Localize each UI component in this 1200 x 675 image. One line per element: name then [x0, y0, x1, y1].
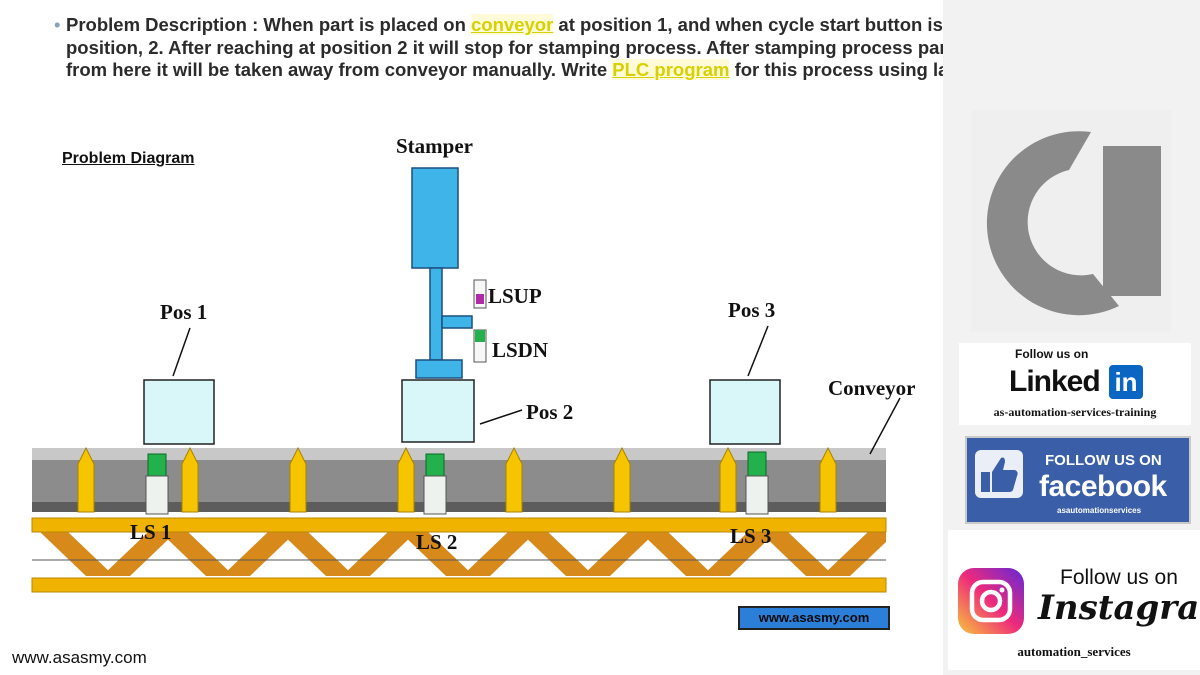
- part-pos2: [401, 379, 475, 443]
- ls1-label: LS 1: [130, 520, 172, 544]
- ls2-label: LS 2: [416, 530, 458, 554]
- facebook-wordmark: facebook: [1039, 470, 1167, 503]
- brand-logo: [971, 110, 1171, 332]
- linkedin-wordmark: Linked: [1009, 365, 1101, 398]
- facebook-follow-text: FOLLOW US ON: [1045, 452, 1162, 469]
- problem-diagram: Problem Diagram Stamper LSUP LSDN Pos 1 …: [10, 130, 942, 642]
- pos3-callout: [747, 325, 769, 377]
- lsup-label: LSUP: [488, 284, 542, 308]
- instagram-follow-text: Follow us on: [1060, 566, 1178, 589]
- frame-bottom-rail: [31, 577, 887, 593]
- conveyor-truss: [32, 530, 886, 580]
- conveyor-drawing: [31, 167, 901, 593]
- belt-cleats: [77, 446, 837, 513]
- stamper-label: Stamper: [396, 134, 473, 158]
- lsdn-label: LSDN: [492, 338, 549, 362]
- diagram-title: Problem Diagram: [62, 150, 195, 167]
- part-pos1: [143, 379, 215, 445]
- website-box: www.asasmy.com: [738, 606, 890, 630]
- ls3-sensor: [745, 451, 769, 515]
- ls3-label: LS 3: [730, 524, 772, 548]
- bullet: •: [54, 14, 61, 35]
- plc-program-link[interactable]: PLC program: [612, 59, 730, 80]
- pos2-label: Pos 2: [526, 400, 574, 424]
- social-sidebar: Follow us on Linked in as-automation-ser…: [943, 0, 1200, 675]
- pos1-callout: [172, 327, 191, 377]
- linkedin-follow-text: Follow us on: [1015, 347, 1089, 361]
- frame-top-rail: [31, 517, 887, 533]
- pos3-label: Pos 3: [728, 298, 776, 322]
- facebook-handle[interactable]: asautomationservices: [1057, 506, 1142, 515]
- stamper-machine: [411, 167, 473, 379]
- ls2-sensor: [423, 453, 447, 515]
- conveyor-callout: [869, 397, 901, 455]
- thumbs-up-icon: [975, 450, 1023, 498]
- instagram-handle[interactable]: automation_services: [1017, 644, 1131, 659]
- linkedin-handle[interactable]: as-automation-services-training: [993, 405, 1157, 419]
- conveyor-label: Conveyor: [828, 376, 916, 400]
- linkedin-panel[interactable]: Follow us on Linked in as-automation-ser…: [959, 343, 1191, 425]
- instagram-icon: [958, 568, 1024, 634]
- instagram-wordmark: Instagram: [1038, 588, 1200, 628]
- part-pos3: [709, 379, 781, 445]
- lsup-sensor: [473, 279, 487, 309]
- ls1-sensor: [145, 453, 169, 515]
- instagram-panel[interactable]: Follow us on Instagram automation_servic…: [948, 530, 1200, 670]
- pos1-label: Pos 1: [160, 300, 208, 324]
- linkedin-in-icon: in: [1109, 365, 1143, 399]
- facebook-panel[interactable]: FOLLOW US ON facebook asautomationservic…: [965, 436, 1191, 524]
- conveyor-link[interactable]: conveyor: [471, 14, 554, 35]
- logo-mark-icon: [971, 110, 1171, 332]
- footer-website: www.asasmy.com: [12, 648, 147, 667]
- description-lead: Problem Description : When part is place…: [66, 14, 472, 35]
- lsdn-sensor: [473, 329, 487, 363]
- pos2-callout: [479, 409, 523, 425]
